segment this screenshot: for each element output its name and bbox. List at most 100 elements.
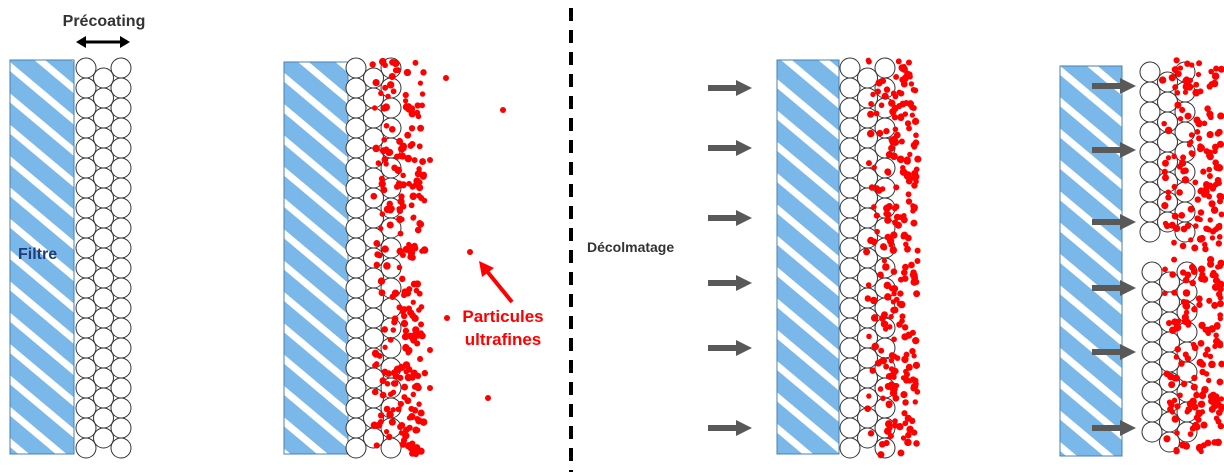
ultrafine-particle — [1188, 132, 1195, 138]
precoat-grain — [839, 77, 861, 99]
precoat-grain — [110, 377, 132, 399]
ultrafine-particle — [905, 332, 913, 339]
ultrafine-particle — [427, 385, 433, 391]
ultrafine-particle — [877, 451, 885, 459]
precoat-grain — [1159, 291, 1180, 313]
precoat-grain — [110, 197, 132, 219]
ultrafine-particle — [1171, 289, 1178, 296]
ultrafine-particle — [1206, 166, 1213, 173]
ultrafine-particle — [871, 342, 880, 351]
ultrafine-particle — [1192, 179, 1199, 186]
ultrafine-particle — [1206, 173, 1213, 180]
precoat-grain — [110, 397, 132, 419]
ultrafine-particle — [908, 81, 915, 87]
precoat-grain — [75, 117, 97, 139]
ultrafine-particle — [1200, 421, 1208, 429]
ultrafine-particle — [888, 285, 895, 292]
ultrafine-particle — [411, 157, 418, 164]
ultrafine-particle — [400, 145, 407, 152]
ultrafine-particle — [1217, 263, 1224, 270]
ultrafine-particle — [1198, 391, 1207, 400]
precoat-grain — [1141, 341, 1163, 363]
ultrafine-particle — [892, 382, 898, 389]
ultrafine-particle — [1162, 266, 1168, 273]
precoat-grain — [110, 297, 132, 319]
ultrafine-particle — [404, 131, 412, 139]
ultrafine-particle — [1209, 235, 1216, 241]
ultrafine-particle — [1177, 115, 1184, 122]
ultrafine-particle — [1178, 159, 1187, 167]
ultrafine-particle — [878, 102, 885, 109]
ultrafine-particle — [1195, 443, 1204, 452]
precoat-grain — [93, 327, 114, 349]
ultrafine-particle — [878, 347, 885, 354]
precoat-grain — [345, 97, 367, 119]
ultrafine-particle — [913, 290, 921, 298]
ultrafine-particle — [417, 80, 424, 86]
ultrafine-particle — [1174, 345, 1181, 353]
ultrafine-particle — [893, 73, 900, 80]
ultrafine-particle — [1208, 81, 1215, 88]
ultrafine-particle — [866, 393, 872, 399]
ultrafine-particle — [1193, 81, 1200, 88]
ultrafine-particle — [393, 153, 401, 160]
ultrafine-particle — [404, 442, 413, 450]
precoat-grain — [345, 297, 367, 319]
ultrafine-particle — [893, 213, 901, 221]
ultrafine-particle — [871, 314, 878, 322]
ultrafine-particle — [1213, 332, 1219, 339]
ultrafine-particle — [1216, 378, 1224, 386]
ultrafine-particle — [896, 300, 903, 307]
ultrafine-particle — [392, 67, 399, 74]
precoat-grain — [1139, 101, 1161, 123]
ultrafine-particle — [897, 449, 905, 457]
ultrafine-particle — [1182, 89, 1189, 95]
ultrafine-particle — [1217, 112, 1224, 120]
ultrafine-particle — [1215, 290, 1223, 298]
ultrafine-particle — [1172, 84, 1179, 91]
ultrafine-particle — [1193, 223, 1199, 229]
ultrafine-particle — [1161, 202, 1169, 210]
ultrafine-particle — [417, 409, 425, 417]
ultrafine-particle — [1165, 194, 1172, 201]
ultrafine-particle — [909, 112, 916, 118]
ultrafine-particle — [417, 355, 424, 363]
ultrafine-particle — [402, 91, 409, 99]
ultrafine-particle — [912, 361, 921, 369]
ultrafine-particle — [1174, 403, 1181, 410]
ultrafine-particle — [412, 426, 420, 434]
ultrafine-particle — [1184, 222, 1192, 230]
ultrafine-particle — [911, 144, 918, 150]
ultrafine-particle — [888, 144, 895, 152]
ultrafine-particle — [378, 180, 386, 188]
ultrafine-particle — [874, 228, 880, 235]
precoat-grain — [345, 57, 367, 79]
ultrafine-particle — [1215, 418, 1222, 425]
ultrafine-particle — [1164, 126, 1173, 135]
ultrafine-particle — [385, 149, 393, 157]
ultrafine-particle — [1204, 346, 1211, 353]
ultrafine-particle — [412, 326, 420, 334]
ultrafine-particle — [1169, 271, 1177, 278]
ultrafine-particle — [1178, 360, 1185, 367]
filter-media — [776, 59, 840, 455]
precoat-grain — [1141, 261, 1163, 283]
precoat-grain — [1139, 61, 1161, 83]
red-pointer-arrow-icon — [479, 261, 514, 304]
precoat-grain — [839, 277, 861, 299]
ultrafine-particle — [1177, 392, 1183, 399]
particules-label-line1: Particules — [462, 307, 543, 326]
ultrafine-particle — [404, 373, 413, 382]
precoat-grain — [75, 77, 97, 99]
ultrafine-particle — [1203, 148, 1210, 155]
precoat-grain — [1141, 301, 1163, 323]
ultrafine-particle — [1162, 220, 1169, 227]
ultrafine-particle — [1174, 430, 1180, 436]
ultrafine-particle — [891, 353, 898, 360]
precoat-grain — [110, 257, 132, 279]
ultrafine-particle — [891, 290, 897, 297]
ultrafine-particle — [902, 111, 909, 117]
ultrafine-particle — [1185, 322, 1192, 328]
ultrafine-particle — [871, 204, 877, 210]
ultrafine-particle — [900, 233, 907, 240]
